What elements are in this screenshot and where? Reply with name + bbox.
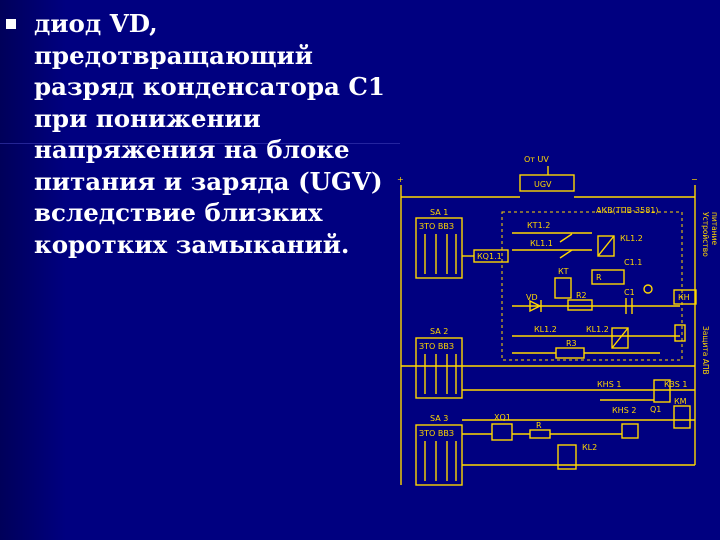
contact-blades <box>559 233 573 259</box>
kl11-label: КL1.1 <box>530 239 553 248</box>
text-line: коротких замыканий. <box>34 229 350 259</box>
bullet-square-icon <box>6 19 16 29</box>
akv-label: АКВ(ТПВ-3581) <box>596 206 659 215</box>
sa1-switch <box>415 217 463 279</box>
sa2-label: SA 2 <box>430 327 448 336</box>
lower-coil <box>611 327 629 349</box>
text-line: питания и заряда (UGV) <box>34 166 383 196</box>
akv-block <box>501 211 683 361</box>
kzs1-coil <box>653 379 671 403</box>
lower-coil-slash <box>611 327 629 349</box>
q1-label: Q1 <box>650 405 661 414</box>
vd-diode-icon <box>529 299 542 313</box>
right-label-top: Устройство <box>701 212 710 257</box>
khs1-label: КНS 1 <box>597 380 621 389</box>
junction <box>643 284 653 294</box>
plus-label: + <box>397 175 404 184</box>
slide-text: диод VD, предотвращающий разряд конденса… <box>34 8 414 260</box>
source-label: От UV <box>524 155 549 164</box>
text-line: разряд конденсатора С1 <box>34 72 385 101</box>
sa1-label: SA 1 <box>430 208 448 217</box>
kh-label: КН <box>678 293 690 302</box>
kt-label: КТ <box>558 267 569 276</box>
sa3-header: ЗТО ВВЗ <box>419 429 454 438</box>
vd-label: VD <box>526 293 538 302</box>
c1-label: C1 <box>624 288 635 297</box>
text-line: вследствие близких <box>34 198 323 227</box>
r-lower-label: R <box>536 421 542 430</box>
minus-label: − <box>691 175 698 184</box>
sa1-header: ЗТО ВВЗ <box>419 222 454 231</box>
c11-label: С1.1 <box>624 258 642 267</box>
khs2-label: КНS 2 <box>612 406 636 415</box>
km-label: КМ <box>674 397 687 406</box>
sa3-switch <box>415 424 463 486</box>
kl12-coil-slash <box>597 235 615 257</box>
text-line: напряжения на блоке <box>34 135 350 164</box>
r3-label: R3 <box>566 339 577 348</box>
sa3-contacts <box>424 441 457 481</box>
kq11-label: КQ1.1 <box>477 252 502 261</box>
kl12-label: КL1.2 <box>620 234 643 243</box>
r-resistor <box>591 269 625 285</box>
text-line: предотвращающий <box>34 40 313 70</box>
kl2-coil <box>557 444 577 470</box>
ugv-block <box>519 174 575 192</box>
km-coil <box>673 405 691 429</box>
kzs1-label: КЗS 1 <box>664 380 688 389</box>
xq1-block <box>491 423 513 441</box>
ugv-label: UGV <box>534 180 552 189</box>
r2-label: R2 <box>576 291 587 300</box>
right-label-bottom: Защита АПВ <box>701 326 710 375</box>
sa3-label: SA 3 <box>430 414 448 423</box>
sa2-header: ЗТО ВВЗ <box>419 342 454 351</box>
r2-resistor <box>567 299 593 311</box>
circuit-diagram: + − От UV UGV АКВ(ТПВ-3581) SA 1 ЗТО ВВЗ… <box>397 155 718 486</box>
kl12-coil <box>597 235 615 257</box>
kt12-label: КТ1.2 <box>527 221 550 230</box>
sa1-contacts <box>424 234 457 274</box>
kt-coil <box>554 277 572 299</box>
xq1-label: ХQ1 <box>494 413 511 422</box>
kl12b-label: КL1.2 <box>534 325 557 334</box>
kh-resistor <box>674 324 686 342</box>
text-line: диод VD, <box>34 9 158 38</box>
kl12c-label: КL1.2 <box>586 325 609 334</box>
khs2-block <box>621 423 639 439</box>
sa2-contacts <box>424 354 457 394</box>
kl2-label: КL2 <box>582 443 597 452</box>
sa2-switch <box>415 337 463 399</box>
right-label-top2: питание <box>710 212 718 246</box>
kh-block <box>673 289 697 305</box>
r-lower-resistor <box>529 429 551 439</box>
text-line: при понижении <box>34 103 261 133</box>
divider-line <box>0 143 400 144</box>
r-label: R <box>596 273 602 282</box>
r3-resistor <box>555 347 585 359</box>
c1-capacitor-icon <box>625 298 633 314</box>
left-shade <box>0 0 66 540</box>
